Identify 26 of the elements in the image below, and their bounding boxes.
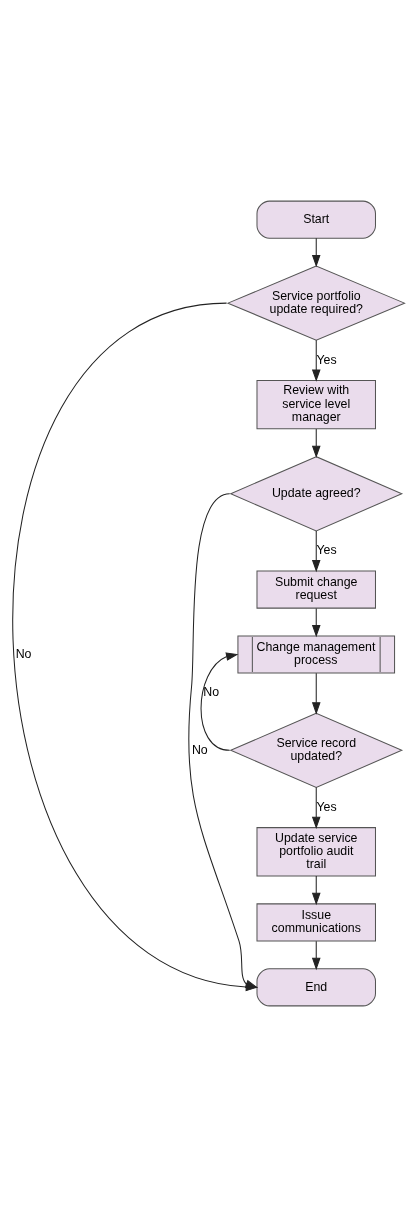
arrow xyxy=(311,787,321,830)
arrow xyxy=(311,875,321,906)
arrow xyxy=(311,607,321,638)
node-box: Start xyxy=(256,200,376,239)
edge-label: Yes xyxy=(316,352,337,367)
arrow xyxy=(311,428,321,459)
node-diamond: Update agreed? xyxy=(229,456,404,532)
node-diamond: Service portfolio update required? xyxy=(226,265,406,341)
arrow xyxy=(311,940,321,971)
node-box: End xyxy=(256,968,376,1007)
edge-label: No xyxy=(191,742,208,757)
arrow xyxy=(311,237,321,268)
node-diamond: Service record updated? xyxy=(229,712,404,788)
arrow xyxy=(311,530,321,573)
node-box: Review with service level manager xyxy=(256,379,376,430)
arrow xyxy=(311,339,321,382)
node-box: Submit change request xyxy=(256,570,376,609)
edge-label: No xyxy=(203,685,220,700)
arrow xyxy=(200,652,239,751)
node-box: Update service portfolio audit trail xyxy=(256,827,376,877)
arrow xyxy=(311,672,321,715)
edge-label: Yes xyxy=(316,799,337,814)
arrow xyxy=(188,493,258,989)
edge-label: Yes xyxy=(316,543,337,558)
node-box: Issue communications xyxy=(256,903,376,942)
edge-label: No xyxy=(15,646,32,661)
